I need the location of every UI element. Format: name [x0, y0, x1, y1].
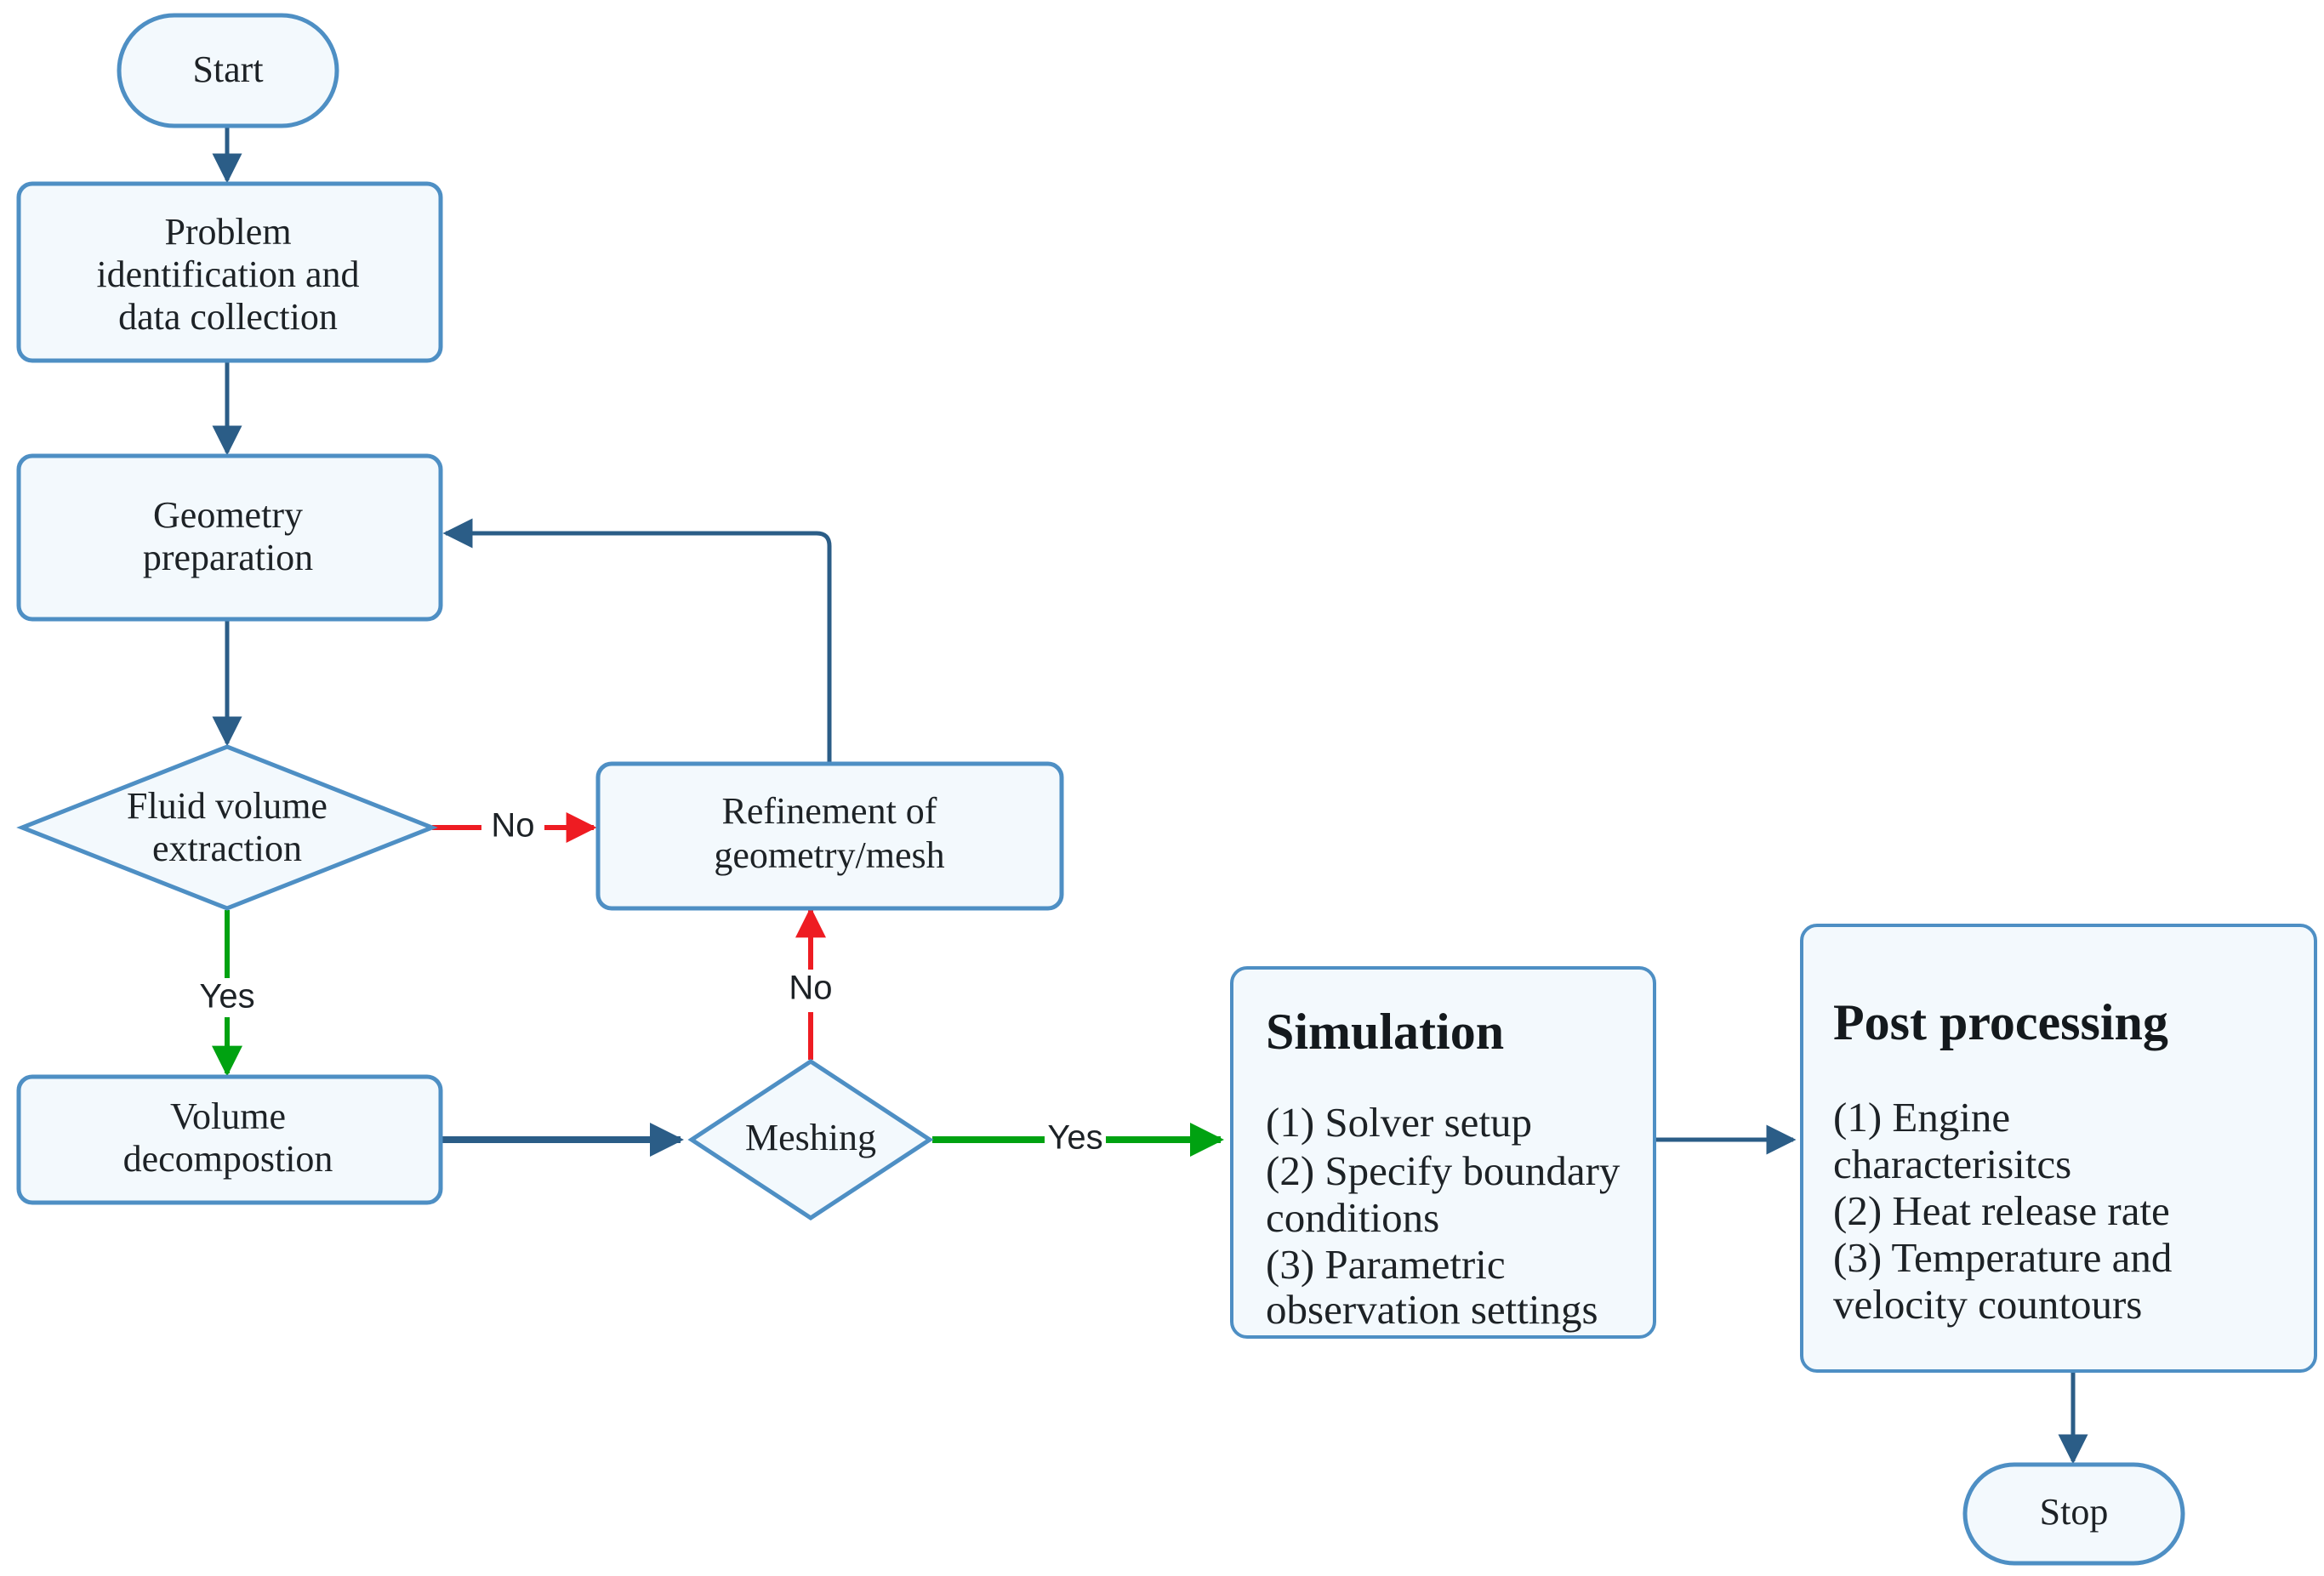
simulation-item-2: (2) Specify boundary — [1266, 1147, 1621, 1194]
geometry-box-shape — [16, 453, 443, 622]
refinement-box-shape — [595, 761, 1064, 911]
post-processing-item-5: velocity countours — [1833, 1281, 2142, 1328]
node-post-processing[interactable]: Post processing (1) Engine characterisit… — [1800, 924, 2317, 1373]
post-processing-box-shape — [1800, 924, 2317, 1373]
post-processing-item-2: characterisitcs — [1833, 1141, 2071, 1187]
simulation-title: Simulation — [1266, 1004, 1504, 1060]
post-processing-title: Post processing — [1833, 994, 2168, 1050]
problem-label-line1: Problem — [164, 211, 291, 253]
refinement-label-line2: geometry/mesh — [714, 834, 944, 876]
edge-label-fluid-yes: Yes — [199, 978, 254, 1016]
edge-refinement-to-geometry-feedback — [442, 518, 832, 764]
post-processing-item-3: (2) Heat release rate — [1833, 1187, 2170, 1234]
meshing-label: Meshing — [745, 1117, 876, 1158]
node-stop[interactable]: Stop — [1962, 1462, 2185, 1566]
fluid-volume-label-line1: Fluid volume — [127, 785, 328, 827]
problem-label-line2: identification and — [96, 253, 359, 295]
refinement-label-line1: Refinement of — [722, 790, 937, 832]
simulation-box-shape — [1230, 966, 1656, 1339]
simulation-item-3: conditions — [1266, 1194, 1439, 1241]
start-terminator-shape — [117, 13, 339, 128]
volume-decomposition-label-line1: Volume — [170, 1095, 286, 1137]
simulation-item-1: (1) Solver setup — [1266, 1099, 1532, 1146]
meshing-diamond-shape — [687, 1059, 934, 1220]
stop-label: Stop — [2040, 1491, 2109, 1533]
simulation-item-5: observation settings — [1266, 1286, 1598, 1333]
edge-label-fluid-no: No — [491, 807, 534, 845]
node-fluid-volume-extraction[interactable]: Fluid volume extraction — [16, 744, 438, 911]
node-start[interactable]: Start — [117, 13, 339, 128]
simulation-item-4: (3) Parametric — [1266, 1241, 1506, 1288]
volume-decomposition-label-line2: decompostion — [123, 1138, 333, 1180]
post-processing-item-4: (3) Temperature and — [1833, 1234, 2172, 1281]
node-refinement[interactable]: Refinement of geometry/mesh — [595, 761, 1064, 911]
geometry-label-line1: Geometry — [153, 494, 303, 536]
post-processing-item-1: (1) Engine — [1833, 1094, 2010, 1141]
node-volume-decomposition[interactable]: Volume decompostion — [16, 1074, 443, 1205]
problem-label-line3: data collection — [118, 296, 338, 338]
problem-box-shape — [16, 181, 443, 363]
node-meshing[interactable]: Meshing — [687, 1059, 934, 1220]
node-problem-identification[interactable]: Problem identification and data collecti… — [16, 181, 443, 363]
volume-decomposition-box-shape — [16, 1074, 443, 1205]
edge-label-meshing-yes: Yes — [1047, 1119, 1102, 1157]
fluid-volume-diamond-shape — [16, 744, 438, 911]
fluid-volume-label-line2: extraction — [152, 828, 302, 869]
node-geometry-preparation[interactable]: Geometry preparation — [16, 453, 443, 622]
edge-label-meshing-no: No — [789, 970, 832, 1007]
stop-terminator-shape — [1962, 1462, 2185, 1566]
start-label: Start — [192, 48, 263, 90]
node-simulation[interactable]: Simulation (1) Solver setup (2) Specify … — [1230, 966, 1656, 1339]
geometry-label-line2: preparation — [143, 537, 313, 578]
